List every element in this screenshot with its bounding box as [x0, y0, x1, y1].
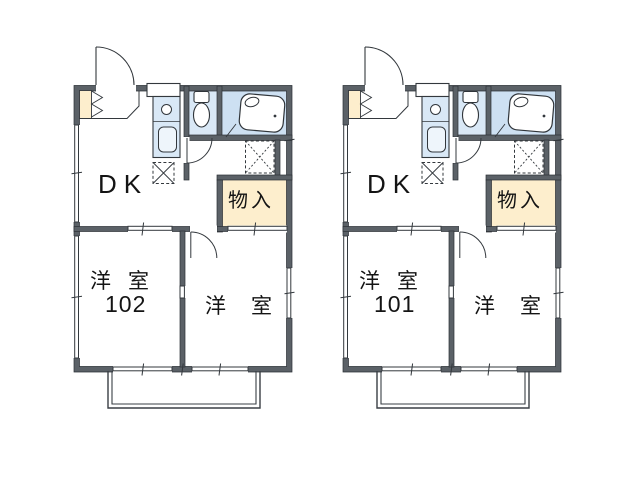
- bedroom-main-label: 洋室: [90, 270, 166, 293]
- closet-label: 物入: [228, 190, 274, 212]
- bedroom-main-label: 洋室: [359, 270, 435, 293]
- bedroom-sub-label: 洋室: [474, 295, 566, 318]
- dk-label: DK: [367, 169, 418, 199]
- bedroom-main-number: 102: [105, 291, 147, 317]
- dk-label: DK: [98, 169, 149, 199]
- floorplan-unit-101: [339, 46, 565, 409]
- bedroom-sub-label: 洋室: [205, 295, 297, 318]
- closet-label: 物入: [497, 190, 543, 212]
- floorplan-unit-102: [70, 46, 296, 409]
- bedroom-main-number: 101: [374, 291, 416, 317]
